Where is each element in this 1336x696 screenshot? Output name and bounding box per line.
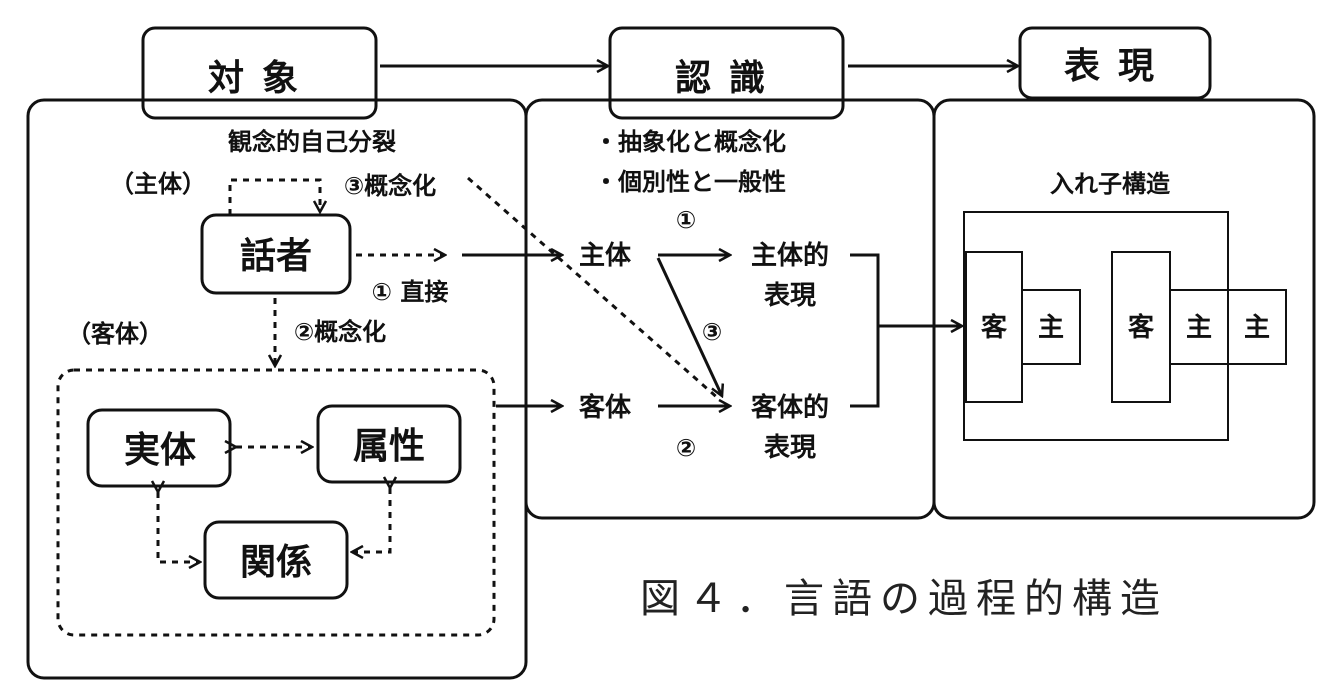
step2-label: ②概念化 (294, 318, 386, 346)
subjective-expr-line2: 表現 (764, 281, 816, 311)
header-expression: 表現 (1018, 26, 1212, 100)
bullet-individuality: ・個別性と一般性 (594, 168, 786, 196)
link-entity-relation (158, 492, 200, 562)
right-kyaku-label: 客 (1128, 312, 1155, 343)
arrow-subject-to-objexpr (656, 257, 722, 396)
objective-expr-line2: 表現 (764, 433, 816, 463)
left-shu-label: 主 (1038, 313, 1064, 343)
speaker-label: 話者 (240, 236, 312, 277)
panel-expression (932, 98, 1316, 520)
link-attribute-relation (352, 488, 390, 552)
relation-box: 関係 (203, 520, 349, 600)
bullet-abstraction: ・抽象化と概念化 (594, 128, 786, 156)
header-object: 対象 (141, 26, 378, 120)
dashed-diagonal-step3 (467, 176, 721, 402)
objective-expr-line1: 客体的 (751, 392, 829, 423)
speaker-box: 話者 (200, 213, 352, 295)
panel-object (26, 98, 528, 680)
entity-box: 実体 (86, 408, 232, 488)
panel-cognition (524, 98, 936, 520)
step1-label: ① 直接 (372, 278, 449, 306)
right-shu2-box (1227, 289, 1287, 365)
self-split-loop (228, 178, 320, 215)
subjective-expr-line1: 主体的 (751, 240, 829, 271)
cognition-object: 客体 (579, 392, 632, 423)
left-shu-box (1021, 289, 1081, 365)
cognition-subject: 主体 (579, 241, 632, 271)
attribute-box: 属性 (316, 404, 462, 484)
num-2: ② (676, 434, 696, 462)
nesting-title: 入れ子構造 (1050, 170, 1170, 198)
object-role-label: （客体） (67, 320, 163, 348)
relation-label: 関係 (240, 542, 312, 583)
num-3: ③ (702, 318, 722, 346)
header-object-label: 対象 (208, 58, 316, 99)
split-label: 観念的自己分裂 (228, 128, 396, 156)
object-region (56, 368, 496, 637)
left-kyaku-label: 客 (981, 312, 1008, 343)
attribute-label: 属性 (353, 426, 425, 467)
header-expression-label: 表現 (1064, 46, 1172, 87)
expression-bracket (850, 253, 880, 408)
entity-label: 実体 (124, 430, 196, 471)
right-shu1-label: 主 (1186, 313, 1212, 343)
right-shu2-label: 主 (1244, 313, 1270, 343)
step3-label: ③概念化 (344, 172, 436, 200)
figure-caption: 図４．言語の過程的構造 (640, 576, 1168, 622)
header-cognition: 認識 (608, 26, 845, 120)
subject-role-label: （主体） (110, 170, 206, 198)
num-1: ① (676, 206, 696, 234)
header-cognition-label: 認識 (675, 58, 783, 99)
